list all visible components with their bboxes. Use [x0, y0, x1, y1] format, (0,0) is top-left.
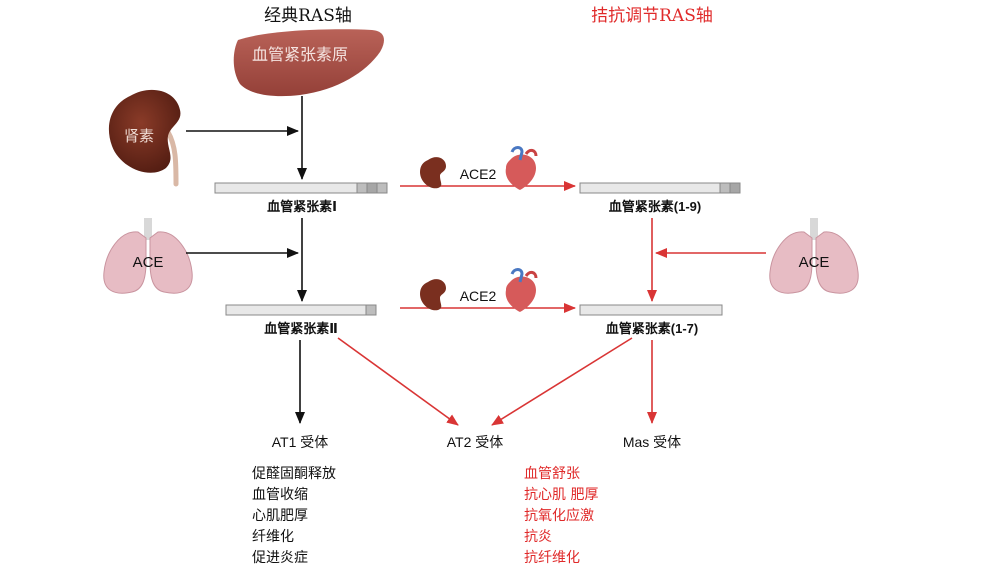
- list-item: 抗氧化应激: [524, 507, 594, 524]
- at1-effects-list: 促醛固酮释放 血管收缩 心肌肥厚 纤维化 促进炎症: [252, 466, 336, 566]
- ang1-label: 血管紧张素Ⅰ: [267, 199, 337, 214]
- header-counter-axis: 拮抗调节RAS轴: [591, 6, 713, 26]
- receptor-at2: AT2 受体: [447, 434, 504, 450]
- kidney-small-icon: [420, 279, 446, 311]
- receptor-mas: Mas 受体: [623, 434, 681, 450]
- ang2-bar: [225, 304, 377, 316]
- ang19-label: 血管紧张素(1-9): [609, 199, 701, 214]
- arrow-ang17-to-at2: [491, 337, 633, 426]
- protective-effects-list: 血管舒张 抗心肌 肥厚 抗氧化应激 抗炎 抗纤维化: [524, 466, 598, 566]
- ang17-bar: [579, 304, 723, 316]
- ace2-bottom-group: ACE2: [420, 268, 538, 312]
- receptor-at1: AT1 受体: [272, 434, 329, 450]
- list-item: 抗炎: [524, 529, 552, 545]
- ang17-label: 血管紧张素(1-7): [606, 321, 698, 336]
- list-item: 抗纤维化: [524, 550, 580, 566]
- list-item: 促进炎症: [252, 550, 308, 566]
- lung-left-icon: [103, 218, 193, 294]
- header-classic-axis: 经典RAS轴: [264, 6, 352, 26]
- list-item: 心肌肥厚: [252, 508, 308, 524]
- ang19-bar: [579, 182, 741, 194]
- lung-right-label: ACE: [799, 254, 830, 271]
- ang1-bar: [214, 182, 388, 194]
- ace2-bottom-label: ACE2: [460, 288, 497, 304]
- kidney-label: 肾素: [124, 127, 154, 145]
- ace2-top-group: ACE2: [420, 146, 538, 190]
- liver-icon: [233, 29, 384, 97]
- list-item: 血管收缩: [252, 487, 308, 503]
- heart-icon: [505, 146, 538, 190]
- ang2-label: 血管紧张素Ⅱ: [264, 321, 338, 336]
- heart-icon: [505, 268, 538, 312]
- lung-right-icon: [769, 218, 859, 294]
- liver-label: 血管紧张素原: [252, 45, 348, 64]
- arrow-ang2-to-at2: [337, 337, 459, 426]
- list-item: 血管舒张: [524, 466, 580, 482]
- list-item: 纤维化: [252, 529, 294, 545]
- kidney-small-icon: [420, 157, 446, 189]
- ace2-top-label: ACE2: [460, 166, 497, 182]
- list-item: 抗心肌 肥厚: [524, 487, 598, 503]
- kidney-icon: [108, 89, 181, 187]
- list-item: 促醛固酮释放: [252, 466, 336, 482]
- lung-left-label: ACE: [133, 254, 164, 271]
